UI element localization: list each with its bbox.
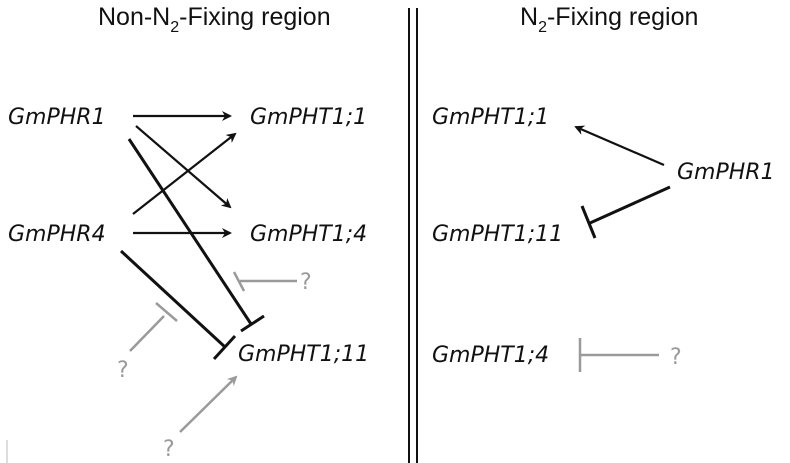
edge-phr1-activates-pht1-4: [135, 125, 232, 209]
node-left-gmphr4: GmPHR4: [8, 222, 106, 247]
node-left-gmphr1: GmPHR1: [8, 105, 106, 130]
edge-right-phr1-activates-pht1-1: [574, 125, 665, 167]
edge-phr1-represses-pht1-11: [127, 138, 265, 333]
node-right-gmpht1-1: GmPHT1;1: [432, 105, 549, 130]
edge-unknown-represses-phr1-pht1-11: [232, 271, 297, 292]
edge-phr4-represses-pht1-11: [119, 249, 237, 361]
node-right-gmpht1-4: GmPHT1;4: [432, 343, 549, 368]
unknown-regulator-1: ?: [300, 270, 312, 295]
node-left-gmpht1-4: GmPHT1;4: [250, 222, 367, 247]
unknown-regulator-3: ?: [163, 437, 175, 462]
edge-unknown-activates-pht1-11: [179, 375, 238, 433]
node-right-gmphr1: GmPHR1: [677, 160, 775, 185]
edge-right-phr1-represses-pht1-11: [580, 185, 671, 239]
unknown-regulator-2: ?: [117, 358, 129, 383]
edge-unknown-represses-phr4-pht1-11: [129, 302, 178, 352]
unknown-regulator-right: ?: [670, 345, 682, 370]
edge-right-unknown-represses-pht1-4: [578, 338, 659, 372]
right-panel-title: N2-Fixing region: [520, 3, 698, 36]
node-right-gmpht1-11: GmPHT1;11: [432, 222, 563, 247]
node-left-gmpht1-11: GmPHT1;11: [238, 342, 369, 367]
node-left-gmpht1-1: GmPHT1;1: [250, 105, 367, 130]
left-panel-title: Non-N2-Fixing region: [98, 3, 331, 36]
edge-phr4-activates-pht1-1: [132, 132, 237, 215]
